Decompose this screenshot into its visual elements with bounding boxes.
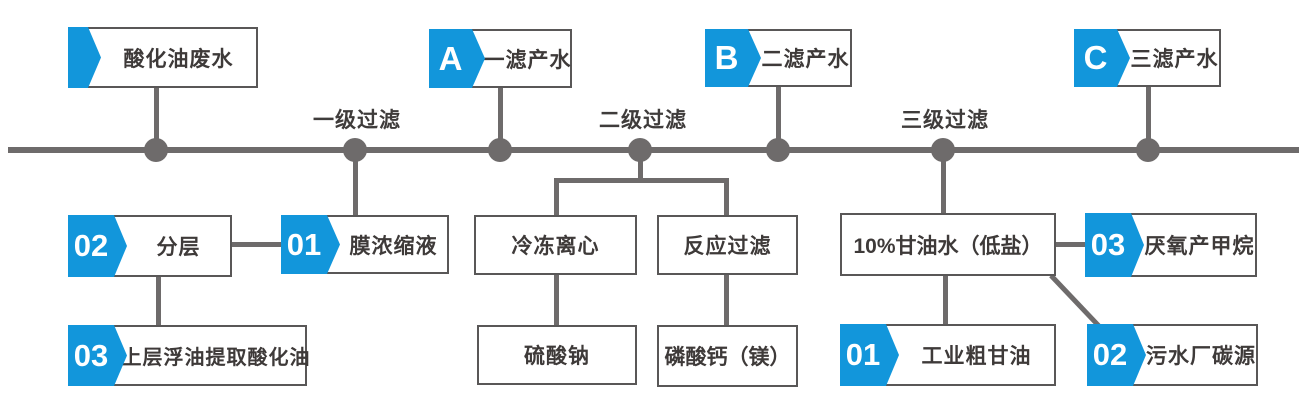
connector-glycerol-crude bbox=[943, 274, 948, 326]
node-label: 一滤产水 bbox=[483, 48, 572, 72]
connector-filter2-to-line bbox=[776, 86, 781, 150]
connector-freeze-sodium bbox=[554, 272, 559, 327]
timeline-node-filter2 bbox=[766, 138, 790, 162]
node-crude-glycerol: 01 工业粗甘油 bbox=[840, 324, 1056, 386]
badge-03: 03 bbox=[68, 325, 127, 386]
badge-02: 02 bbox=[68, 215, 127, 277]
connector-feed-to-line bbox=[154, 86, 159, 150]
badge-c: C bbox=[1074, 29, 1130, 87]
node-label: 冷冻离心 bbox=[511, 235, 600, 258]
node-glycerol-water: 10%甘油水（低盐） bbox=[840, 213, 1056, 276]
node-label: 膜浓缩液 bbox=[349, 234, 438, 258]
connector-filter3-to-line bbox=[1146, 86, 1151, 150]
node-label: 反应过滤 bbox=[683, 235, 772, 258]
badge-02: 02 bbox=[1087, 324, 1146, 386]
connector-layering-topoil bbox=[156, 274, 161, 327]
timeline-node-stage1 bbox=[343, 138, 367, 162]
node-label: 污水厂碳源 bbox=[1146, 345, 1256, 368]
timeline-node-stage3 bbox=[931, 138, 955, 162]
stage3-label: 三级过滤 bbox=[901, 109, 989, 132]
badge-03: 03 bbox=[1085, 213, 1144, 277]
stage1-label: 一级过滤 bbox=[313, 109, 401, 132]
connector-stage2-branch bbox=[554, 178, 729, 183]
node-label: 磷酸钙（镁） bbox=[664, 346, 791, 369]
connector-glycerol-carbon-diagonal bbox=[1049, 273, 1104, 331]
timeline-node-filter1 bbox=[488, 138, 512, 162]
connector-layering-membrane bbox=[230, 242, 283, 247]
badge-01: 01 bbox=[281, 215, 340, 274]
badge-b: B bbox=[705, 29, 761, 87]
node-second-filter-water: B 二滤产水 bbox=[705, 29, 852, 87]
connector-stage2-down bbox=[638, 150, 643, 183]
connector-reaction-calcium bbox=[724, 272, 729, 327]
connector-branch-to-freeze bbox=[554, 180, 559, 217]
connector-filter1-to-line bbox=[498, 86, 503, 150]
node-anaerobic-methane: 03 厌氧产甲烷 bbox=[1085, 213, 1257, 277]
node-layering: 02 分层 bbox=[68, 215, 232, 277]
connector-stage1-down bbox=[353, 150, 358, 217]
node-sodium-sulfate: 硫酸钠 bbox=[477, 325, 637, 385]
node-first-filter-water: A 一滤产水 bbox=[429, 29, 572, 88]
stage2-label: 二级过滤 bbox=[599, 109, 687, 132]
node-label: 10%甘油水（低盐） bbox=[853, 234, 1043, 258]
node-acidified-oil-wastewater: 酸化油废水 bbox=[68, 27, 258, 88]
connector-stage3-down bbox=[941, 150, 946, 215]
node-label: 分层 bbox=[156, 236, 201, 259]
node-calcium-phosphate: 磷酸钙（镁） bbox=[657, 325, 798, 387]
node-top-oil-extraction: 03 上层浮油提取酸化油 bbox=[68, 325, 310, 386]
node-label: 酸化油废水 bbox=[123, 47, 234, 71]
node-label: 二滤产水 bbox=[761, 48, 850, 71]
node-label: 三滤产水 bbox=[1130, 48, 1219, 71]
timeline-node-feed bbox=[144, 138, 168, 162]
node-third-filter-water: C 三滤产水 bbox=[1074, 29, 1221, 87]
node-label: 厌氧产甲烷 bbox=[1144, 235, 1255, 258]
node-reaction-filter: 反应过滤 bbox=[657, 215, 798, 275]
timeline-node-stage2 bbox=[628, 138, 652, 162]
connector-glycerol-methane bbox=[1054, 242, 1087, 247]
node-sewage-carbon-source: 02 污水厂碳源 bbox=[1087, 324, 1258, 386]
badge-01: 01 bbox=[840, 324, 899, 386]
main-timeline bbox=[8, 147, 1299, 153]
node-membrane-concentrate: 01 膜浓缩液 bbox=[281, 215, 449, 274]
connector-branch-to-reaction bbox=[724, 180, 729, 217]
node-label: 上层浮油提取酸化油 bbox=[121, 347, 311, 369]
timeline-node-filter3 bbox=[1136, 138, 1160, 162]
badge-a: A bbox=[429, 29, 485, 88]
node-label: 工业粗甘油 bbox=[921, 345, 1032, 368]
chevron-icon bbox=[68, 27, 101, 88]
node-label: 硫酸钠 bbox=[524, 345, 590, 368]
node-freeze-centrifuge: 冷冻离心 bbox=[474, 215, 637, 275]
